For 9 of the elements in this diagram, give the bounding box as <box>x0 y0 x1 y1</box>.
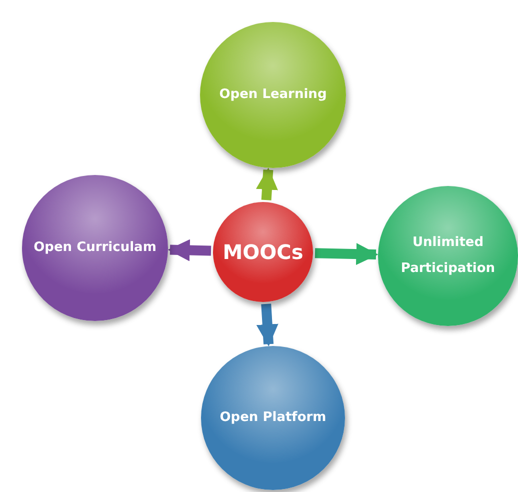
topic-label: Open Platform <box>218 409 328 427</box>
block-arrow <box>168 239 212 262</box>
topic-label: Open Curriculam <box>32 239 158 257</box>
center-label: MOOCs <box>222 240 304 264</box>
block-arrow <box>314 243 378 266</box>
topic-label: Open Learning <box>218 86 328 104</box>
block-arrow <box>256 304 278 346</box>
topic-label: Unlimited Participation <box>400 234 496 278</box>
block-arrow <box>256 168 278 200</box>
